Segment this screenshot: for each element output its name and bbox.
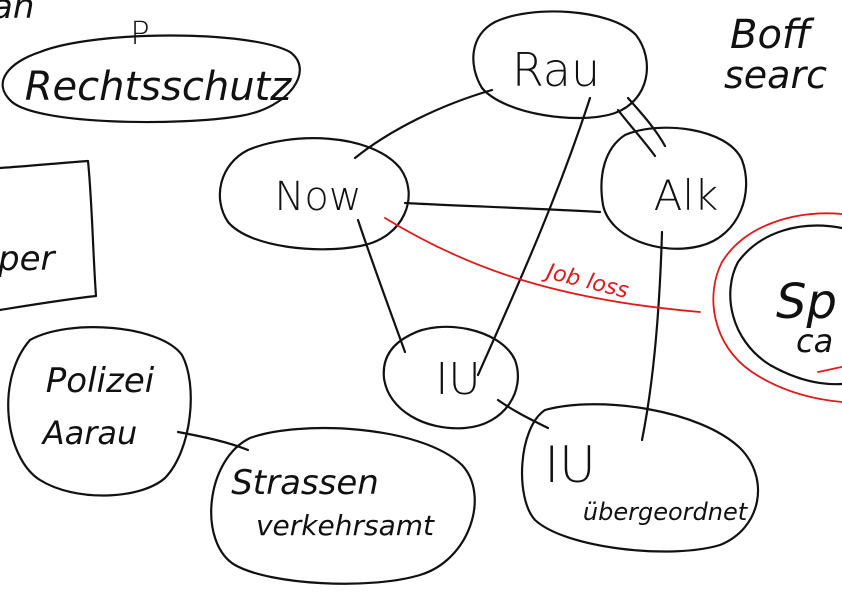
edge-job-loss-label: Job loss: [540, 259, 631, 304]
node-strassenverkehrsamt-line1: Strassen: [231, 463, 379, 503]
node-iu-label: IU: [435, 354, 480, 405]
edge-polizei-strassenverkehrsamt: [176, 430, 250, 452]
node-strassenverkehrsamt-outline: [210, 426, 476, 585]
node-sp-outline: [729, 224, 842, 386]
node-rau-outline: [472, 10, 649, 120]
node-alk-outline: [600, 126, 748, 250]
edge-now-iu: [356, 218, 407, 354]
edge-now-alk: [403, 201, 602, 214]
edge-rau-alk-2: [626, 96, 667, 148]
edge-rau-alk-1: [616, 108, 657, 158]
node-rechtsschutz-outline: [1, 34, 301, 124]
node-iu-uebergeordnet-line1: IU: [544, 436, 595, 494]
edge-iu-iu-uebergeordnet: [496, 398, 550, 430]
edge-rau-iu: [476, 96, 592, 377]
node-sp-line2: ca: [796, 322, 833, 360]
node-polizei-line1: Polizei: [46, 361, 155, 401]
node-paper-box-label: per: [0, 239, 57, 279]
node-sp-highlight-tick: [817, 366, 842, 373]
node-rechtsschutz-label: Rechtsschutz: [25, 64, 292, 110]
node-strassenverkehrsamt-line2: verkehrsamt: [256, 509, 435, 542]
node-polizei-outline: [7, 326, 192, 497]
node-rau-label: Rau: [512, 43, 600, 97]
corner-text-top-left: an: [0, 0, 34, 27]
note-top-right-line1: Boff: [730, 12, 815, 58]
node-rechtsschutz-marker: P: [130, 14, 149, 52]
edge-now-sp-job-loss: [384, 217, 701, 313]
node-now-label: Now: [274, 174, 361, 220]
node-iu-outline: [382, 325, 520, 430]
node-sp-line1: Sp: [776, 274, 837, 330]
node-iu-uebergeordnet-line2: übergeordnet: [583, 498, 749, 526]
node-iu-uebergeordnet-outline: [520, 403, 760, 553]
edge-alk-iu-uebergeordnet: [640, 230, 664, 442]
node-alk-label: Alk: [654, 171, 719, 220]
node-polizei-line2: Aarau: [41, 414, 138, 452]
node-paper-box-outline: [0, 159, 98, 312]
node-sp-highlight-outline: [712, 212, 842, 403]
edge-now-rau: [353, 88, 494, 160]
note-top-right-line2: searc: [724, 53, 827, 97]
